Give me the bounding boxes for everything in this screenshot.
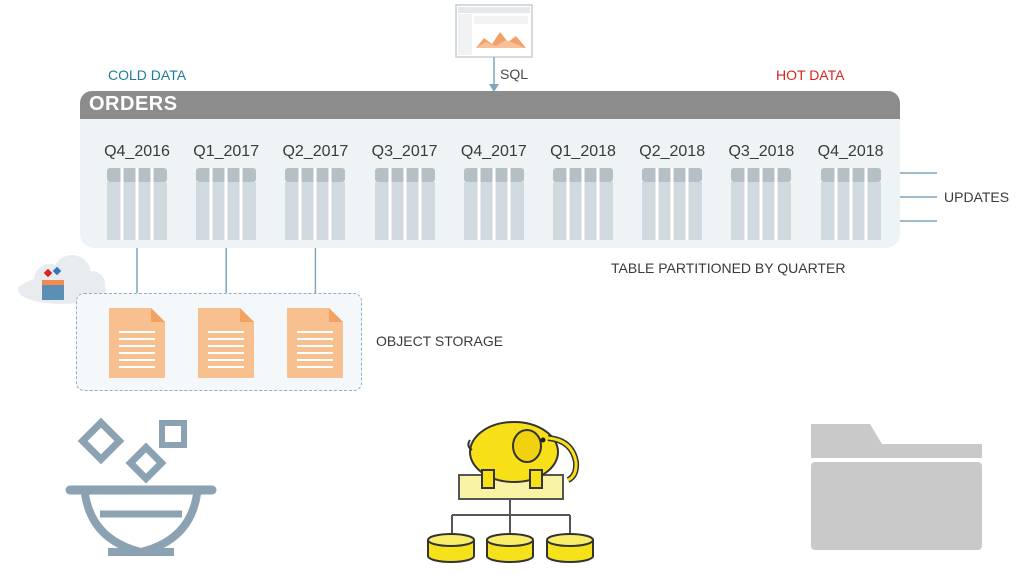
partition-table-icon [374,168,435,240]
updates-label: UPDATES [944,189,1010,205]
partition-table-icon [820,168,881,240]
orders-table-title: ORDERS [89,93,178,115]
partition-caption: TABLE PARTITIONED BY QUARTER [611,260,846,276]
partition-label: Q2_2018 [639,143,706,160]
partition-table-icon [553,168,613,240]
cold-data-label: COLD DATA [108,67,187,83]
partition-table-icon [731,168,792,240]
partition-table-icon [463,168,524,240]
partition-label: Q4_2018 [817,143,884,160]
hot-data-label: HOT DATA [776,67,845,83]
partition-label: Q4_2017 [460,143,527,160]
partition-table-icon [196,168,257,240]
file-icon [198,308,254,378]
partition-label: Q4_2016 [104,143,170,160]
orders-table-header [80,91,900,119]
partition-label: Q3_2017 [371,143,438,160]
sql-arrow [489,57,499,92]
partition-table-icon [107,168,167,240]
partition-label: Q1_2017 [193,143,260,160]
partition-table-icon [642,168,703,240]
partition-label: Q3_2018 [728,143,795,160]
object-storage-label: OBJECT STORAGE [376,333,504,349]
partition-table-icon [285,168,346,240]
file-icon [287,308,343,378]
partition-label: Q2_2017 [282,143,349,160]
sql-label: SQL [500,66,529,82]
partition-label: Q1_2018 [550,143,616,160]
dashboard-screenshot-icon [455,4,533,58]
file-icon [109,308,165,378]
